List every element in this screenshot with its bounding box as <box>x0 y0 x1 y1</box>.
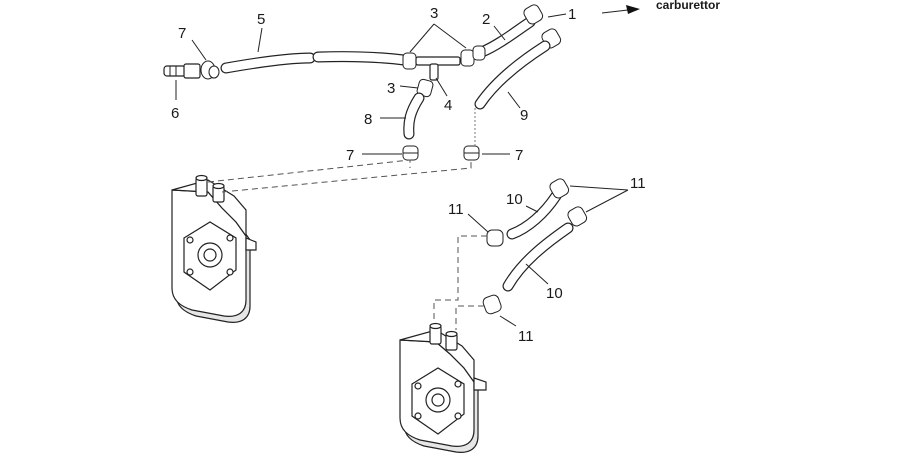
dashed-guide-left-b <box>221 162 472 193</box>
callout-11-left: 11 <box>448 201 464 218</box>
hose-2 <box>476 16 536 58</box>
callout-4: 4 <box>444 97 452 114</box>
hose-9 <box>474 40 551 110</box>
hose-10-upper <box>506 190 562 240</box>
nozzle-6 <box>163 63 201 79</box>
dashed-guide-bottom-b <box>455 305 484 330</box>
clamp-11-lower <box>482 294 502 315</box>
clamp-7-right <box>463 145 480 161</box>
clamp-small-on-hose-2 <box>472 45 486 61</box>
cylinder-head-bottom <box>399 322 487 453</box>
carburettor-label: carburettor <box>656 0 720 12</box>
callout-2: 2 <box>482 11 490 28</box>
hose-5 <box>220 51 410 74</box>
dashed-guide-bottom-a <box>433 235 487 326</box>
callout-9: 9 <box>520 107 528 124</box>
callout-3-lower: 3 <box>387 80 395 97</box>
callout-10-lower: 10 <box>546 285 563 302</box>
dashed-guide-left-a <box>207 159 411 183</box>
hose-10-lower <box>502 222 574 292</box>
callout-6: 6 <box>171 105 179 122</box>
clamp-7-left <box>402 145 419 161</box>
clamp-3-top-left <box>402 52 417 70</box>
callout-5: 5 <box>257 11 265 28</box>
callout-8: 8 <box>364 111 372 128</box>
t-connector-4 <box>415 56 461 81</box>
clamp-1-upper <box>523 4 544 25</box>
carburettor-arrow <box>601 5 640 14</box>
cylinder-head-left <box>171 174 257 323</box>
clamp-11-top <box>549 178 570 199</box>
callout-7-right: 7 <box>515 147 523 164</box>
callout-11-lower: 11 <box>518 328 534 345</box>
clamp-3-top-right <box>460 49 475 67</box>
clamp-11-right <box>567 206 588 227</box>
clamp-7-nozzle <box>200 60 220 80</box>
callout-10-upper: 10 <box>506 191 523 208</box>
leader-lines <box>175 13 629 327</box>
callout-7-left: 7 <box>346 147 354 164</box>
hose-8 <box>403 92 425 140</box>
callout-11-top: 11 <box>630 175 646 192</box>
callout-7-nozzle: 7 <box>178 25 186 42</box>
clamp-11-left <box>486 229 504 247</box>
callout-1: 1 <box>568 6 576 23</box>
callout-3-top: 3 <box>430 5 438 22</box>
